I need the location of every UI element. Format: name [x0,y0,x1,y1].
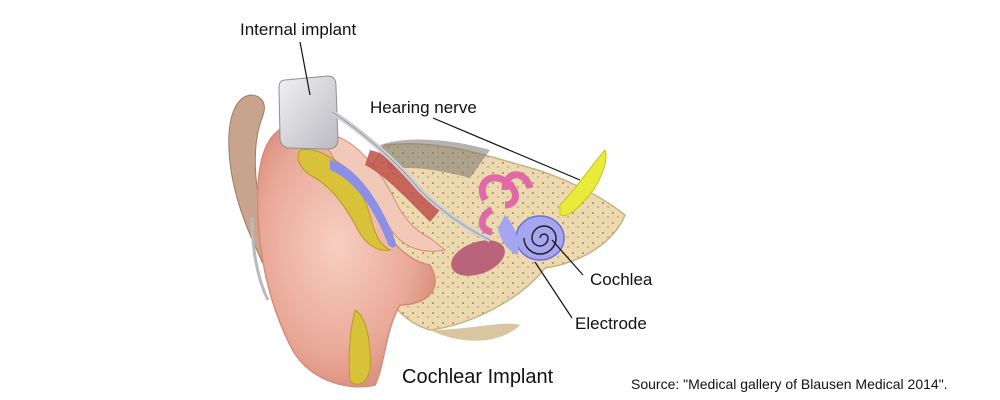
source-caption: Source: "Medical gallery of Blausen Medi… [631,376,948,392]
label-internal-implant: Internal implant [240,20,357,39]
ear-canal [451,240,505,276]
semicircular-canals [478,171,534,236]
fat-layer-lower [348,309,371,385]
muscle [365,150,440,222]
blue-vessel [330,160,396,248]
cochlea [498,215,565,261]
hearing-nerve [559,149,607,217]
lead-wire [250,217,270,301]
bone-lower-ridge [430,323,520,341]
internal-implant [278,75,492,243]
label-cochlea: Cochlea [590,270,653,289]
diagram-title: Cochlear Implant [402,366,554,388]
label-electrode: Electrode [575,314,647,333]
label-hearing-nerve: Hearing nerve [370,98,477,117]
leader-lines [299,41,584,319]
skull-base [380,139,490,178]
